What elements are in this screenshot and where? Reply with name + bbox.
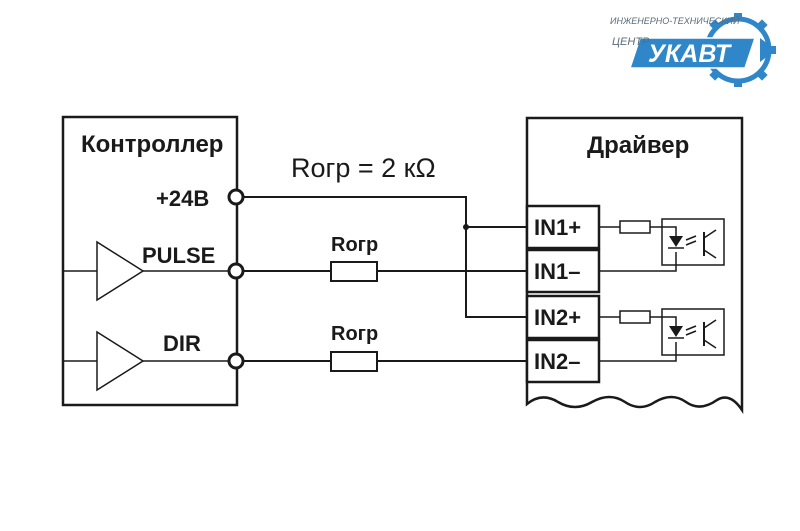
driver-title: Драйвер [587,132,689,159]
ukavt-logo: ИНЖЕНЕРНО-ТЕХНИЧЕСКИЙ ЦЕНТР УКАВТ [610,13,776,87]
controller-frame [61,115,239,407]
wire-supply-in1p [243,196,527,228]
pin-label-supply: +24В [156,186,209,211]
pin-box-in2m [525,338,601,384]
resistor-dir-label: Rогр [331,323,378,345]
wiring [243,196,527,362]
pin-box-in1m [525,248,601,294]
logo-brand-plate [628,37,757,69]
internal-resistor-2 [619,310,651,324]
logo-brand: УКАВТ [648,40,733,68]
resistor-pulse-label: Rогр [331,234,378,256]
pin-label-in1p: IN1+ [534,215,581,240]
optocoupler-2-circuit [599,308,725,362]
driver-block: Драйвер IN1+ IN1– IN2+ IN2– [525,116,744,415]
optocoupler-2 [661,308,725,356]
terminal-pulse [227,262,245,280]
logo-line-2: ЦЕНТР [612,36,650,48]
junction-dot [463,224,469,230]
controller-title: Контроллер [81,131,223,158]
wire-supply-in2p [465,227,527,318]
pin-label-in1m: IN1– [534,259,580,284]
logo-line-1: ИНЖЕНЕРНО-ТЕХНИЧЕСКИЙ [610,15,740,26]
optocoupler-1-circuit [599,218,725,272]
led-2-icon [669,326,683,337]
resistor-pulse [330,261,378,282]
pin-label-pulse: PULSE [142,243,215,268]
internal-resistor-1 [619,220,651,234]
led-1-icon [669,236,683,247]
pin-label-in2m: IN2– [534,349,580,374]
controller-block: Контроллер +24В PULSE DIR [61,115,245,407]
rogr-value-label: Rогр = 2 кΩ [291,153,436,183]
resistor-dir [330,351,378,372]
terminal-supply [227,188,245,206]
terminal-dir [227,352,245,370]
pulse-buffer-symbol [63,240,229,302]
pin-label-dir: DIR [163,331,201,356]
dir-buffer-symbol [63,330,229,392]
pin-box-in1p [525,204,601,250]
optocoupler-1 [661,218,725,266]
pin-label-in2p: IN2+ [534,305,581,330]
